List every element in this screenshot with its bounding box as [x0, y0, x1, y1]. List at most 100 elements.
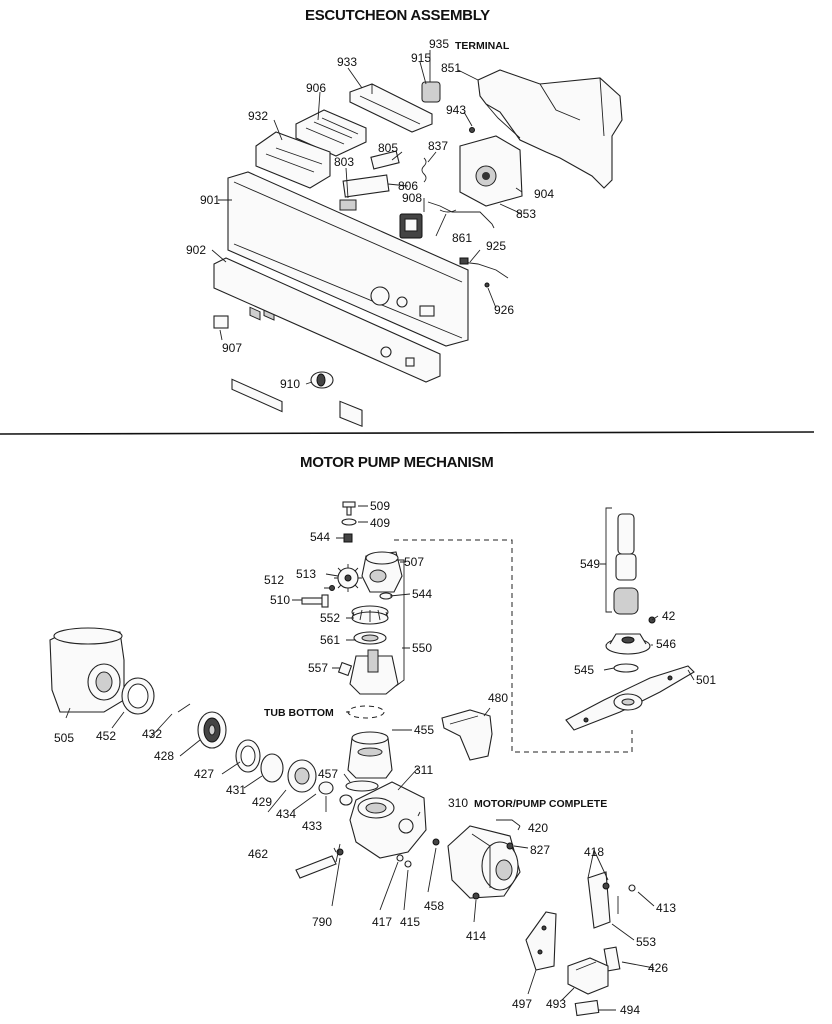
bracket-493 — [567, 957, 609, 995]
nut-544 — [343, 533, 353, 543]
bracket-418 — [587, 871, 636, 929]
shield-480 — [441, 709, 493, 761]
screw-458 — [432, 838, 440, 846]
label-806: 806 — [398, 179, 418, 193]
mount-497 — [525, 911, 557, 971]
motor-pump-title: MOTOR PUMP MECHANISM — [300, 454, 493, 471]
cap-546 — [605, 633, 651, 655]
washer-512 — [329, 585, 335, 591]
label-550: 550 — [412, 641, 432, 655]
label-434: 434 — [276, 807, 296, 821]
screw-926 — [484, 282, 490, 288]
spring-837 — [421, 157, 427, 183]
motor-complete-label: MOTOR/PUMP COMPLETE — [474, 798, 607, 810]
terminal-label: TERMINAL — [455, 40, 510, 52]
label-311: 311 — [414, 763, 433, 777]
clip-805 — [370, 150, 400, 170]
label-310: 310 — [448, 796, 468, 810]
ring-545 — [613, 663, 639, 673]
knob-910 — [310, 371, 334, 389]
label-426: 426 — [648, 961, 668, 975]
front-panel-902 — [213, 257, 441, 413]
motor-310 — [447, 825, 521, 899]
label-452: 452 — [96, 729, 116, 743]
label-915: 915 — [411, 51, 431, 65]
wire-420 — [496, 819, 521, 827]
transformer-908 — [399, 213, 423, 239]
label-904: 904 — [534, 187, 554, 201]
label-429: 429 — [252, 795, 272, 809]
label-497: 497 — [512, 997, 532, 1011]
ring-427 — [235, 739, 261, 773]
hose-462 — [295, 855, 337, 879]
label-512: 512 — [264, 573, 284, 587]
label-925: 925 — [486, 239, 506, 253]
label-790: 790 — [312, 915, 332, 929]
label-806 — [342, 174, 390, 198]
label-908: 908 — [402, 191, 422, 205]
seal-428 — [197, 711, 227, 749]
label-507: 507 — [404, 555, 424, 569]
bracket-550 — [395, 559, 405, 687]
label-935: 935 — [429, 37, 449, 51]
label-418: 418 — [584, 845, 604, 859]
label-413: 413 — [656, 901, 676, 915]
label-417: 417 — [372, 915, 392, 929]
label-851: 851 — [441, 61, 461, 75]
screw-943 — [469, 127, 475, 133]
washer-415 — [404, 860, 412, 868]
bolt-510 — [301, 594, 329, 608]
housing-550 — [349, 649, 399, 695]
label-431: 431 — [226, 783, 246, 797]
tub-bottom-ring — [347, 705, 385, 719]
label-420: 420 — [528, 821, 548, 835]
label-545: 545 — [574, 663, 594, 677]
label-933: 933 — [337, 55, 357, 69]
label-827: 827 — [530, 843, 550, 857]
ring-561 — [353, 631, 387, 645]
label-853: 853 — [516, 207, 536, 221]
label-455: 455 — [414, 723, 434, 737]
label-509: 509 — [370, 499, 390, 513]
label-544-mid: 544 — [412, 587, 432, 601]
label-549: 549 — [580, 557, 600, 571]
label-544-top: 544 — [310, 530, 330, 544]
pump-body-455 — [347, 731, 393, 779]
ring-431 — [260, 753, 284, 783]
label-513: 513 — [296, 567, 316, 581]
pin-432 — [177, 703, 191, 713]
inlet-505 — [49, 627, 125, 713]
switch-906 — [295, 109, 367, 157]
label-501: 501 — [696, 673, 716, 687]
label-932: 932 — [248, 109, 268, 123]
bar-933 — [349, 83, 433, 133]
label-462: 462 — [248, 847, 268, 861]
part-803 — [339, 199, 357, 211]
label-480: 480 — [488, 691, 508, 705]
label-432: 432 — [142, 727, 162, 741]
label-493: 493 — [546, 997, 566, 1011]
label-510: 510 — [270, 593, 290, 607]
housing-507 — [361, 551, 403, 593]
washer-417 — [396, 854, 404, 862]
label-42: 42 — [662, 609, 676, 623]
label-552: 552 — [320, 611, 340, 625]
harness-861 — [427, 201, 495, 229]
screw-414 — [472, 892, 480, 900]
part-433 — [339, 794, 353, 806]
part-426 — [603, 946, 621, 972]
tube-549 — [605, 507, 639, 615]
terminal-935 — [421, 81, 441, 103]
label-837: 837 — [428, 139, 448, 153]
label-943: 943 — [446, 103, 466, 117]
escutcheon-title: ESCUTCHEON ASSEMBLY — [305, 7, 490, 24]
label-546: 546 — [656, 637, 676, 651]
label-906: 906 — [306, 81, 326, 95]
cube-907 — [213, 315, 229, 329]
screw-827 — [506, 842, 514, 850]
bracket-851 — [477, 69, 623, 189]
section-divider — [0, 431, 815, 435]
label-409: 409 — [370, 516, 390, 530]
spray-arm-501 — [565, 665, 695, 731]
